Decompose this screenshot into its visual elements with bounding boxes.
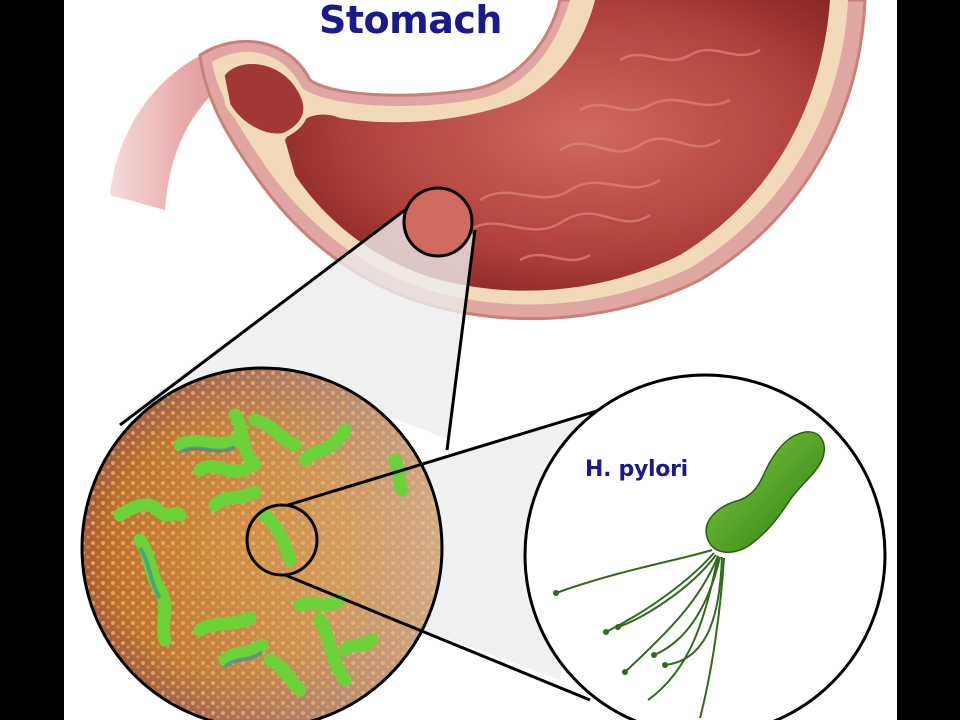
letterbox-right (897, 0, 960, 720)
letterbox-left (0, 0, 64, 720)
organ-title: Stomach (319, 0, 502, 42)
flagella (555, 549, 725, 719)
micrograph (82, 368, 442, 720)
bacterium-body (705, 431, 826, 553)
bacterium-panel (523, 373, 887, 720)
esophagus (110, 45, 260, 210)
diagram-illustration (80, 0, 887, 720)
bacterium-label: H. pylori (585, 457, 688, 482)
diagram-canvas: Stomach H. pylori (64, 0, 897, 720)
